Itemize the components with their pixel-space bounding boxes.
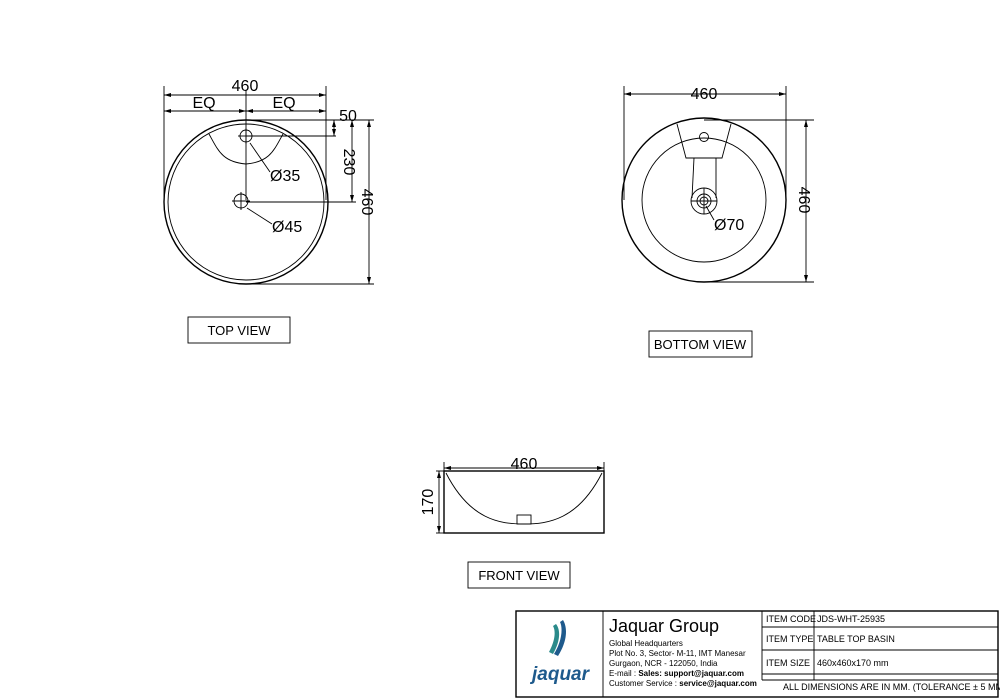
bottom-view: 460 460 Ø70 BOTTOM VIEW (621, 86, 814, 358)
logo-wordmark: jaquar (529, 664, 591, 685)
email-prefix: E-mail : (609, 669, 638, 678)
address-line-3: Gurgaon, NCR - 122050, India (609, 659, 718, 668)
top-view: 460 EQ EQ 50 230 460 Ø35 Ø4 (163, 78, 375, 344)
top-view-eq-right: EQ (272, 95, 295, 112)
front-view-label: FRONT VIEW (478, 568, 560, 583)
service-line: Customer Service : service@jaquar.com (609, 679, 757, 688)
item-type-key: ITEM TYPE (766, 634, 813, 644)
item-code-value: JDS-WHT-25935 (817, 614, 885, 624)
item-code-key: ITEM CODE (766, 614, 816, 624)
title-block: jaquar Jaquar Group Global Headquarters … (515, 610, 1000, 698)
bottom-view-inner (641, 137, 767, 263)
item-size-value: 460x460x170 mm (817, 658, 889, 668)
bottom-view-outlet-label: Ø70 (714, 217, 744, 234)
service-email: service@jaquar.com (679, 679, 757, 688)
bottom-view-width-dim: 460 (691, 86, 718, 103)
email-line: E-mail : Sales: support@jaquar.com (609, 669, 744, 678)
front-view: 460 170 FRONT VIEW (420, 456, 605, 589)
bottom-view-label: BOTTOM VIEW (654, 337, 747, 352)
top-view-width-dim: 460 (232, 78, 259, 95)
top-view-waste-hole-label: Ø45 (272, 219, 302, 236)
front-view-width-dim: 460 (511, 456, 538, 473)
top-view-depth-dim: 460 (358, 189, 375, 216)
item-type-value: TABLE TOP BASIN (817, 634, 895, 644)
item-size-key: ITEM SIZE (766, 658, 810, 668)
company-name: Jaquar Group (609, 616, 719, 636)
top-view-label: TOP VIEW (207, 323, 271, 338)
jaquar-logo: jaquar (529, 620, 591, 685)
front-view-outline (443, 470, 605, 534)
top-view-tap-offset-dim: 50 (339, 108, 357, 125)
service-prefix: Customer Service : (609, 679, 679, 688)
bottom-view-height-dim: 460 (795, 187, 812, 214)
top-view-eq-left: EQ (192, 95, 215, 112)
address-line-2: Plot No. 3, Sector- M-11, IMT Manesar (609, 649, 746, 658)
tolerance-note: ALL DIMENSIONS ARE IN MM. (TOLERANCE ± 5… (783, 682, 1000, 692)
address-line-1: Global Headquarters (609, 639, 683, 648)
top-view-tap-hole-label: Ø35 (270, 168, 300, 185)
email-sales: Sales: support@jaquar.com (638, 669, 744, 678)
top-view-center-offset-dim: 230 (340, 149, 357, 176)
front-view-height-dim: 170 (420, 489, 437, 516)
